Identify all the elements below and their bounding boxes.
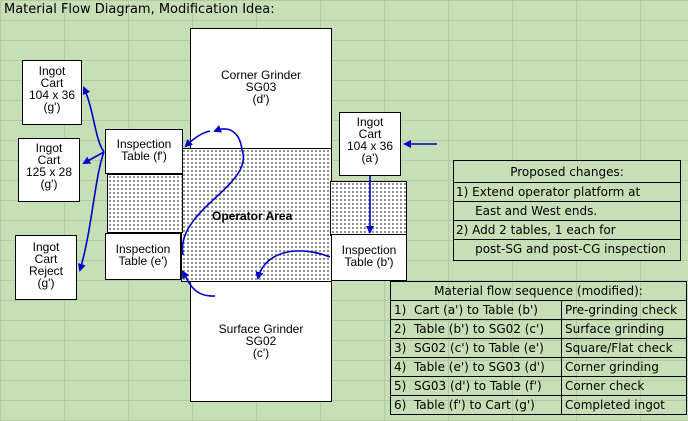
sequence-description: Completed ingot xyxy=(561,395,687,415)
sequence-row: 4) Table (e') to SG03 (d')Corner grindin… xyxy=(390,357,687,377)
surface-grinder-box[interactable]: Surface Grinder SG02 (c') xyxy=(190,281,332,402)
arrow-b-to-sg02 xyxy=(255,250,331,280)
inspection-table-f[interactable]: Inspection Table (f') xyxy=(105,129,183,174)
sequence-description: Corner check xyxy=(561,376,687,396)
proposed-changes-panel: Proposed changes: 1) Extend operator pla… xyxy=(453,160,681,261)
sequence-table: 1) Cart (a') to Table (b')Pre-grinding c… xyxy=(390,300,687,415)
proposed-line-1: 1) Extend operator platform at xyxy=(454,183,680,202)
arrow-sg02-to-e xyxy=(182,270,216,297)
inspection-table-b-label: Inspection Table (b') xyxy=(341,243,397,269)
ingot-cart-g-104-label: Ingot Cart 104 x 36 (g') xyxy=(28,64,76,114)
sequence-description: Corner grinding xyxy=(561,357,687,377)
sequence-description: Pre-grinding check xyxy=(561,300,687,320)
proposed-line-3: 2) Add 2 tables, 1 each for xyxy=(454,221,680,240)
proposed-line-2: East and West ends. xyxy=(454,202,680,221)
diagram-title: Material Flow Diagram, Modification Idea… xyxy=(4,2,275,17)
arrow-f-to-cart-reject xyxy=(77,151,105,272)
sequence-row: 1) Cart (a') to Table (b')Pre-grinding c… xyxy=(390,300,687,320)
inspection-table-e[interactable]: Inspection Table (e') xyxy=(105,233,181,280)
sequence-row: 6) Table (f') to Cart (g')Completed ingo… xyxy=(390,395,687,415)
arrow-sg03-to-f xyxy=(184,130,211,148)
ingot-cart-g-125-label: Ingot Cart 125 x 28 (g') xyxy=(25,141,73,191)
ingot-cart-a[interactable]: Ingot Cart 104 x 36 (a') xyxy=(339,112,401,176)
arrow-e-to-sg03 xyxy=(181,125,245,256)
operator-area-label: Operator Area xyxy=(212,209,293,223)
surface-grinder-label: Surface Grinder SG02 (c') xyxy=(218,322,304,360)
ingot-cart-g-125[interactable]: Ingot Cart 125 x 28 (g') xyxy=(18,138,80,202)
corner-grinder-label: Corner Grinder SG03 (d') xyxy=(220,68,302,106)
sequence-step: 4) Table (e') to SG03 (d') xyxy=(390,357,562,377)
ingot-cart-g-104[interactable]: Ingot Cart 104 x 36 (g') xyxy=(22,60,82,125)
ingot-cart-reject-label: Ingot Cart Reject (g') xyxy=(28,240,63,290)
sequence-row: 2) Table (b') to SG02 (c')Surface grindi… xyxy=(390,319,687,339)
operator-platform-west xyxy=(107,174,183,233)
inspection-table-b[interactable]: Inspection Table (b') xyxy=(331,234,407,281)
proposed-header: Proposed changes: xyxy=(454,161,680,183)
sequence-description: Square/Flat check xyxy=(561,338,687,358)
sequence-row: 5) SG03 (d') to Table (f')Corner check xyxy=(390,376,687,396)
inspection-table-f-label: Inspection Table (f') xyxy=(116,137,172,163)
sequence-step: 1) Cart (a') to Table (b') xyxy=(390,300,562,320)
sequence-step: 5) SG03 (d') to Table (f') xyxy=(390,376,562,396)
proposed-line-4: post-SG and post-CG inspection xyxy=(456,242,666,256)
inspection-table-e-label: Inspection Table (e') xyxy=(115,242,171,268)
sequence-step: 3) SG02 (c') to Table (e') xyxy=(390,338,562,358)
arrow-f-to-cart-104 xyxy=(82,86,105,153)
sequence-step: 2) Table (b') to SG02 (c') xyxy=(390,319,562,339)
ingot-cart-reject[interactable]: Ingot Cart Reject (g') xyxy=(15,235,77,300)
sequence-row: 3) SG02 (c') to Table (e')Square/Flat ch… xyxy=(390,338,687,358)
sequence-header: Material flow sequence (modified): xyxy=(390,281,687,301)
arrow-f-to-cart-125 xyxy=(82,151,105,164)
ingot-cart-a-label: Ingot Cart 104 x 36 (a') xyxy=(346,115,394,165)
